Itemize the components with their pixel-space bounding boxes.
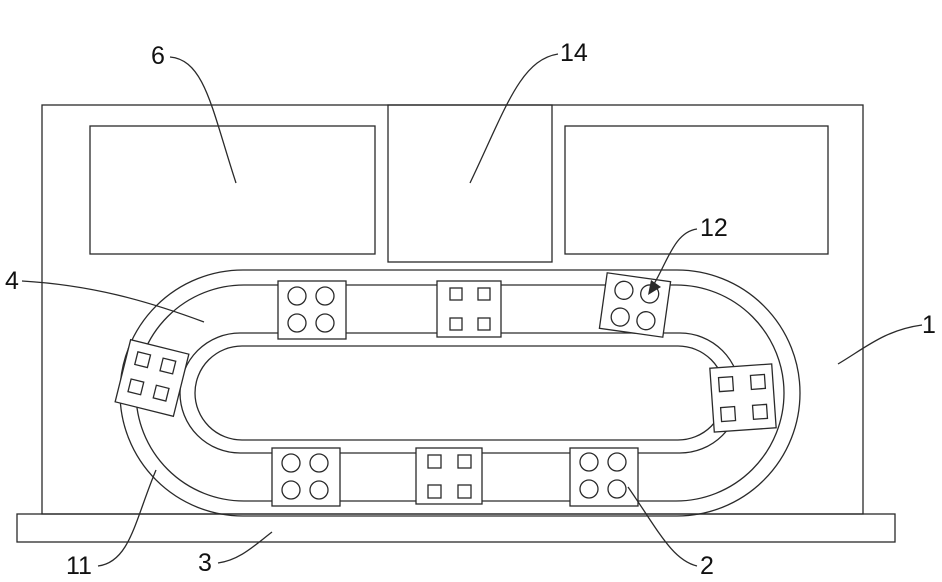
- leader-line-2: [627, 486, 698, 567]
- label-2: 2: [700, 552, 714, 580]
- label-12: 12: [700, 214, 728, 242]
- left-window-panel: [89, 125, 376, 255]
- label-1: 1: [922, 311, 936, 339]
- carrier-module-top-left: [277, 280, 347, 340]
- leader-line-1: [837, 324, 923, 365]
- carrier-module-bottom-right: [569, 447, 639, 507]
- carrier-module-right-curve: [709, 363, 777, 433]
- right-window-panel: [564, 125, 829, 255]
- center-column: [387, 104, 553, 263]
- leader-arrowhead-12: [648, 280, 661, 295]
- label-11: 11: [66, 552, 92, 580]
- carrier-module-bottom-center: [415, 447, 483, 505]
- carrier-module-top-right: [598, 272, 672, 338]
- leader-line-6: [169, 56, 237, 184]
- base-plate: [16, 513, 896, 543]
- label-3: 3: [198, 549, 212, 577]
- label-6: 6: [151, 42, 165, 70]
- track-inner-island: [194, 345, 726, 441]
- track-inner-rail: [179, 332, 741, 454]
- carrier-module-top-center: [436, 280, 502, 338]
- leader-line-14: [469, 53, 559, 184]
- leader-line-12: [653, 228, 698, 285]
- carrier-module-left-curve: [114, 338, 190, 418]
- leader-line-4: [21, 280, 205, 323]
- leader-line-3: [217, 531, 273, 564]
- label-4: 4: [5, 267, 19, 295]
- carrier-module-bottom-left: [271, 447, 341, 507]
- leader-line-11: [97, 469, 157, 567]
- label-14: 14: [560, 39, 588, 67]
